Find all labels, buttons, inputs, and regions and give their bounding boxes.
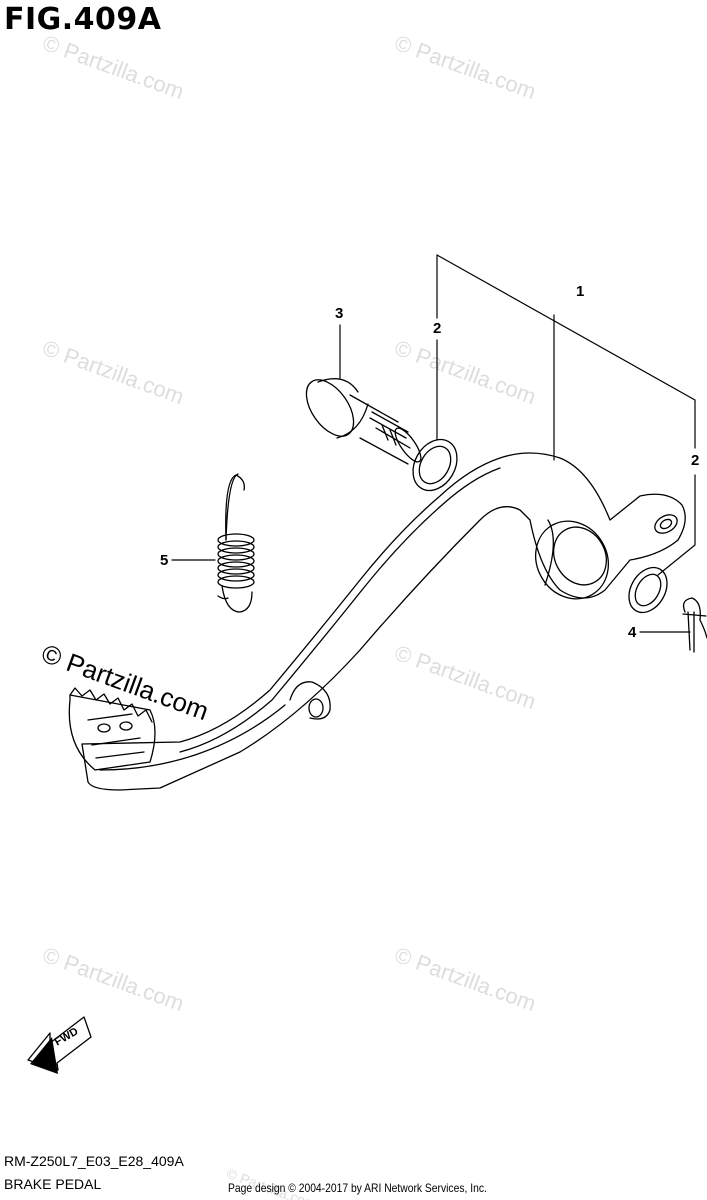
callout-washer-right: 2 bbox=[691, 452, 700, 469]
cotter-pin bbox=[682, 597, 707, 653]
fwd-arrow-icon bbox=[27, 1016, 92, 1074]
diagram-code: RM-Z250L7_E03_E28_409A bbox=[4, 1153, 184, 1169]
part-name: BRAKE PEDAL bbox=[4, 1176, 102, 1192]
washer-upper bbox=[412, 438, 458, 492]
callout-return-spring: 5 bbox=[160, 552, 169, 569]
callout-pivot-bolt: 3 bbox=[335, 305, 344, 322]
callout-washer-upper: 2 bbox=[433, 320, 442, 337]
callout-cotter-pin: 4 bbox=[628, 624, 637, 641]
page-credit: Page design © 2004-2017 by ARI Network S… bbox=[228, 1181, 487, 1195]
callout-leader-lines bbox=[171, 254, 696, 633]
return-spring bbox=[217, 473, 255, 613]
figure-title: FIG.409A bbox=[4, 2, 162, 37]
pivot-bolt bbox=[305, 378, 422, 465]
washer-right bbox=[628, 566, 668, 614]
brake-pedal-arm bbox=[68, 452, 686, 791]
callout-pedal: 1 bbox=[576, 283, 585, 300]
